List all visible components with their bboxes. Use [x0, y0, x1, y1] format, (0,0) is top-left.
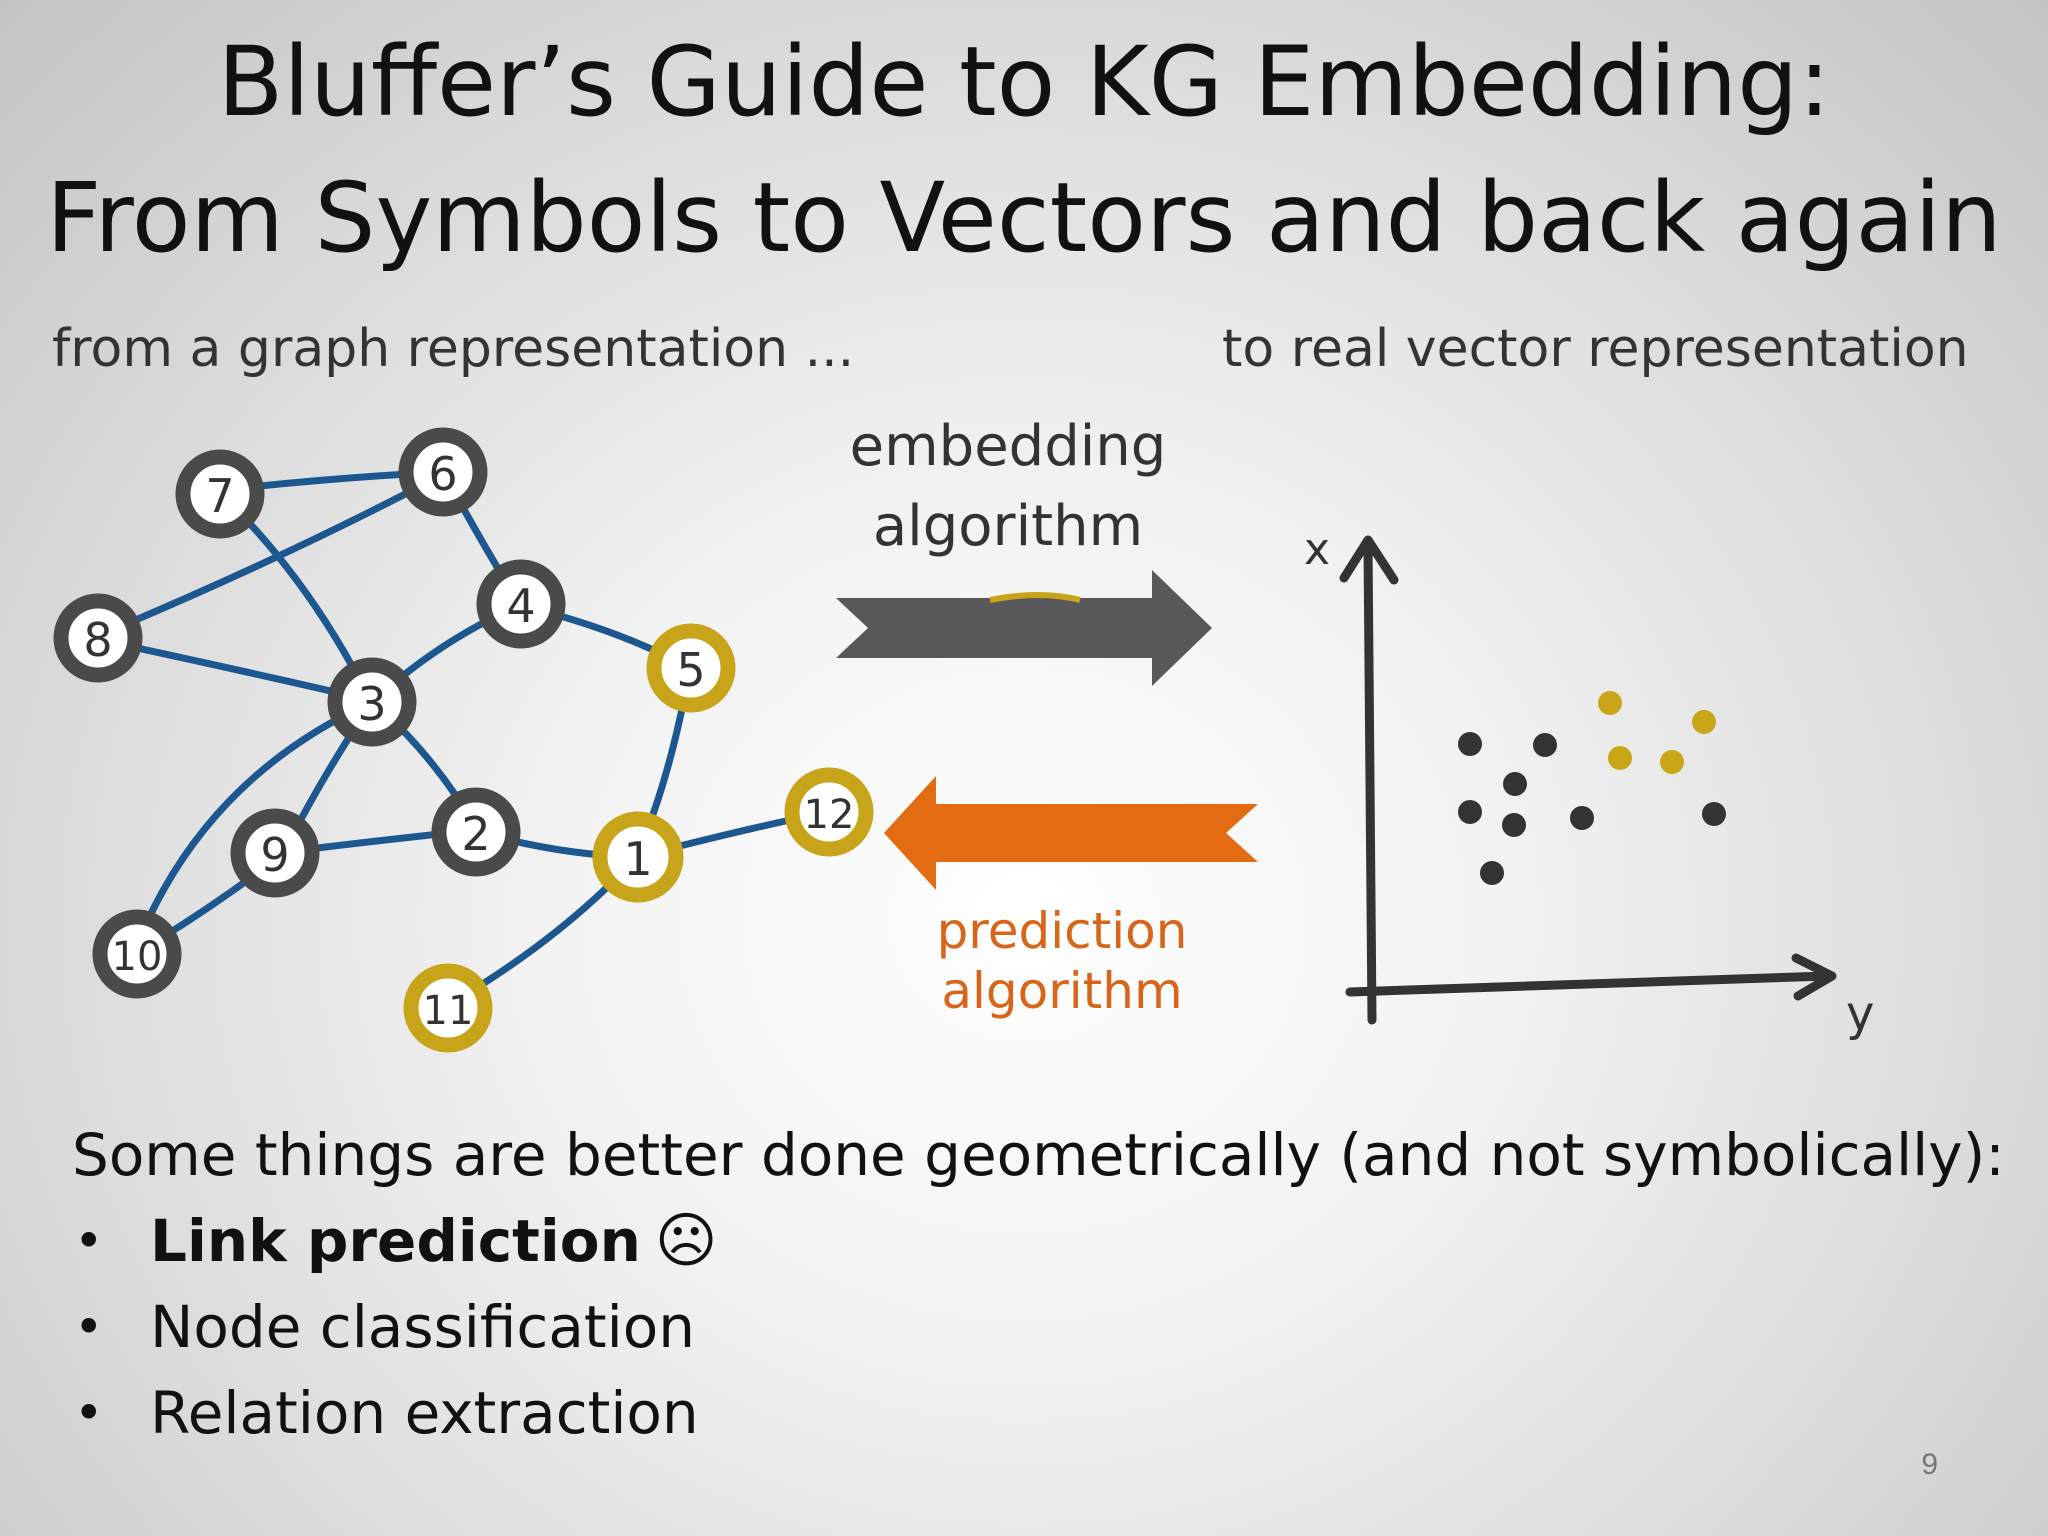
- node-12-label: 12: [804, 792, 855, 838]
- node-6: 6: [398, 427, 488, 517]
- node-8: 8: [53, 593, 143, 683]
- embedding-label-line1: embedding: [850, 414, 1167, 479]
- node-1-label: 1: [623, 832, 652, 886]
- node-12: 12: [784, 767, 874, 857]
- horizontal-axis-arrowhead: [1791, 953, 1837, 1001]
- prediction-label-line2: algorithm: [941, 962, 1182, 1020]
- bullet-dot: •: [74, 1212, 104, 1270]
- point-dark: [1533, 733, 1557, 757]
- edge-8-6: [96, 471, 446, 639]
- node-6-label: 6: [428, 447, 457, 501]
- bullet-text: Relation extraction: [150, 1379, 699, 1447]
- page-number: 9: [1921, 1448, 1938, 1481]
- y-axis-label: y: [1846, 986, 1874, 1042]
- point-dark: [1458, 732, 1482, 756]
- point-dark: [1480, 861, 1504, 885]
- vertical-axis-arrowhead: [1339, 535, 1399, 585]
- vector-plot: x y: [1304, 524, 1874, 1042]
- embedding-arrow-accent: [989, 592, 1081, 603]
- node-2-label: 2: [461, 807, 490, 861]
- x-axis-label: x: [1304, 524, 1330, 575]
- node-5: 5: [646, 623, 736, 713]
- point-dark: [1702, 802, 1726, 826]
- node-11: 11: [403, 963, 493, 1053]
- point-dark: [1570, 806, 1594, 830]
- node-7-label: 7: [205, 469, 234, 523]
- node-10: 10: [92, 909, 182, 999]
- node-10-label: 10: [112, 934, 163, 980]
- bullet-list: • Link prediction☹ • Node classification…: [72, 1198, 2005, 1456]
- edge-3-10: [129, 698, 376, 959]
- node-11-label: 11: [423, 988, 474, 1034]
- embedding-arrow: [836, 570, 1212, 686]
- prediction-arrow: [884, 776, 1258, 890]
- frown-emoji-icon: ☹: [654, 1206, 718, 1276]
- node-1: 1: [592, 811, 684, 903]
- node-7: 7: [175, 449, 265, 539]
- horizontal-axis: [1345, 971, 1833, 997]
- embedding-label-line2: algorithm: [873, 494, 1143, 559]
- bullet-dot: •: [74, 1298, 104, 1356]
- bullet-item: • Node classification: [72, 1284, 2005, 1370]
- bullet-dot: •: [74, 1384, 104, 1442]
- point-gold: [1608, 746, 1632, 770]
- node-4-label: 4: [506, 579, 535, 633]
- slide-body: Some things are better done geometricall…: [72, 1112, 2005, 1456]
- right-caption: to real vector representation: [1222, 319, 1969, 379]
- node-3: 3: [327, 657, 417, 747]
- left-caption: from a graph representation ...: [52, 319, 854, 379]
- title-line-1: Bluffer’s Guide to KG Embedding:: [217, 26, 1831, 138]
- title-line-2: From Symbols to Vectors and back again: [46, 162, 2002, 274]
- point-dark: [1458, 800, 1482, 824]
- node-8-label: 8: [83, 613, 112, 667]
- node-2: 2: [431, 787, 521, 877]
- point-gold: [1692, 710, 1716, 734]
- node-4: 4: [476, 559, 566, 649]
- point-dark: [1503, 772, 1527, 796]
- point-dark: [1502, 813, 1526, 837]
- point-gold: [1660, 750, 1684, 774]
- bullet-text: Link prediction: [150, 1207, 641, 1275]
- vertical-axis: [1363, 541, 1377, 1025]
- body-intro: Some things are better done geometricall…: [72, 1121, 2005, 1189]
- bullet-item: • Link prediction☹: [72, 1198, 2005, 1284]
- bullet-text: Node classification: [150, 1293, 695, 1361]
- slide-title: Bluffer’s Guide to KG Embedding: From Sy…: [0, 14, 2048, 286]
- point-gold: [1598, 691, 1622, 715]
- node-9-label: 9: [260, 828, 289, 882]
- node-5-label: 5: [676, 643, 705, 697]
- node-3-label: 3: [357, 677, 386, 731]
- graph-nodes: 7 6 8 4 5 3 2 9: [53, 427, 874, 1053]
- node-9: 9: [230, 808, 320, 898]
- bullet-item: • Relation extraction: [72, 1370, 2005, 1456]
- plot-points: [1458, 691, 1726, 885]
- graph-edges: [96, 468, 832, 1009]
- prediction-label-line1: prediction: [937, 902, 1188, 960]
